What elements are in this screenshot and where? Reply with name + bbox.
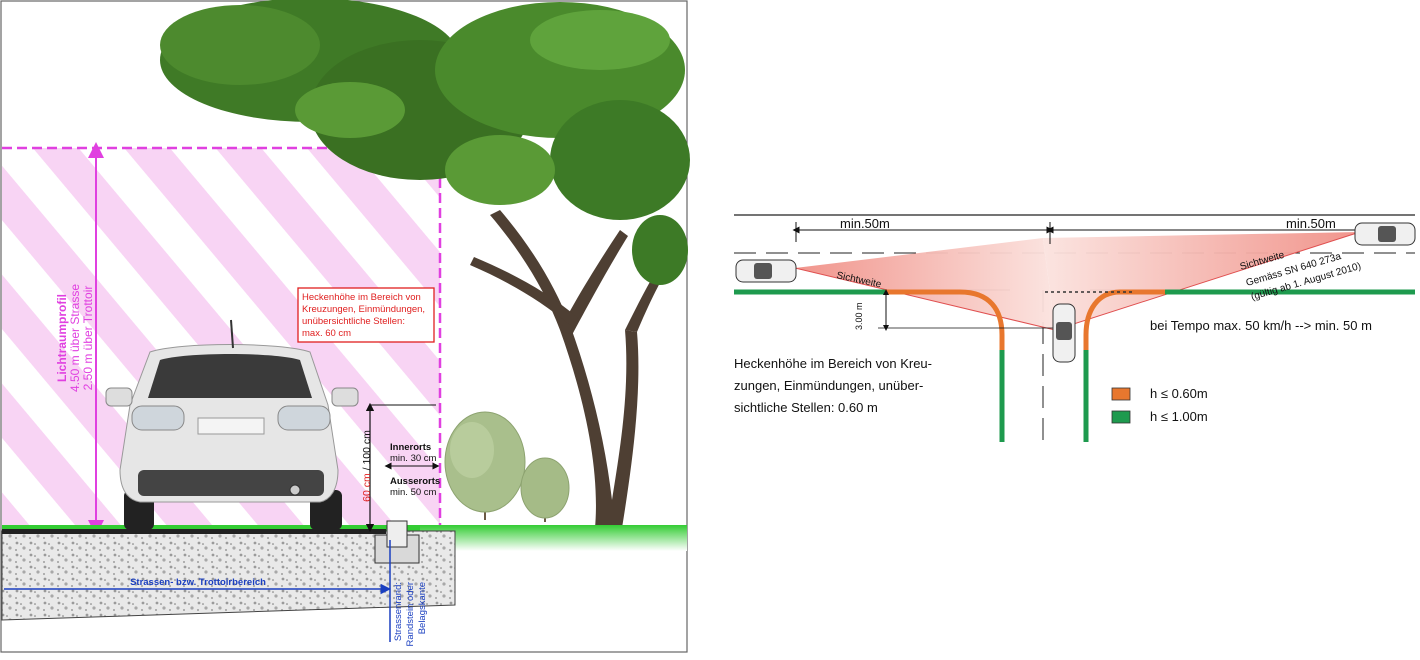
clearance-profile-line2: 2.50 m über Trottoir (81, 286, 95, 391)
offset-label: 3.00 m (854, 302, 864, 330)
hedge-text-line1: Heckenhöhe im Bereich von Kreu- (734, 356, 932, 371)
curb-stone (374, 520, 420, 564)
road-surface (2, 529, 386, 534)
hedge-note-box (297, 287, 435, 343)
intersection-plan-diagram: min.50m min.50m Sichtweite Sichtweite Ge… (720, 180, 1420, 480)
road-edge-line2: Randstein oder (405, 582, 416, 646)
cross-section-diagram: Lichtraumprofil 4.50 m über Strasse 2.50… (0, 0, 690, 655)
min-right-label: min.50m (1286, 216, 1336, 231)
ausserorts-label: Ausserorts (390, 476, 440, 487)
car-left-icon (735, 259, 797, 283)
legend-swatch-orange (1111, 387, 1131, 401)
hedge-note-line4: max. 60 cm (302, 328, 351, 339)
hedge-note-line3: unübersichtliche Stellen: (302, 316, 405, 327)
car-right-icon (1354, 222, 1416, 246)
hedge-text-line3: sichtliche Stellen: 0.60 m (734, 400, 878, 415)
car-illustration (105, 319, 359, 530)
road-edge-line1: Strassenrand: (393, 582, 404, 641)
road-area-label: Strassen- bzw. Trottoirbereich (130, 577, 266, 588)
road-edge-line3: Belagskante (417, 582, 428, 634)
shrub-illustration (444, 411, 570, 522)
tempo-note: bei Tempo max. 50 km/h --> min. 50 m (1150, 318, 1372, 333)
hedge-lines (734, 289, 1415, 442)
innerorts-label: Innerorts (390, 442, 431, 453)
min-left-label: min.50m (840, 216, 890, 231)
hedge-text-line2: zungen, Einmündungen, unüber- (734, 378, 923, 393)
legend: h ≤ 0.60m h ≤ 1.00m (1111, 386, 1208, 424)
grass-verge (420, 525, 687, 551)
hedge-height-label: 60 cm / 100 cm (361, 430, 373, 502)
innerorts-value: min. 30 cm (390, 453, 437, 464)
legend-label-green: h ≤ 1.00m (1150, 409, 1208, 424)
legend-swatch-green (1111, 410, 1131, 424)
clearance-profile-title: Lichtraumprofil (55, 294, 69, 382)
tree-illustration (160, 0, 690, 528)
hedge-note-line2: Kreuzungen, Einmündungen, (302, 304, 425, 315)
legend-label-orange: h ≤ 0.60m (1150, 386, 1208, 401)
car-side-road-icon (1052, 303, 1076, 363)
hedge-note-line1: Heckenhöhe im Bereich von (302, 292, 421, 303)
ausserorts-value: min. 50 cm (390, 487, 437, 498)
clearance-profile-line1: 4.50 m über Strasse (68, 284, 82, 392)
